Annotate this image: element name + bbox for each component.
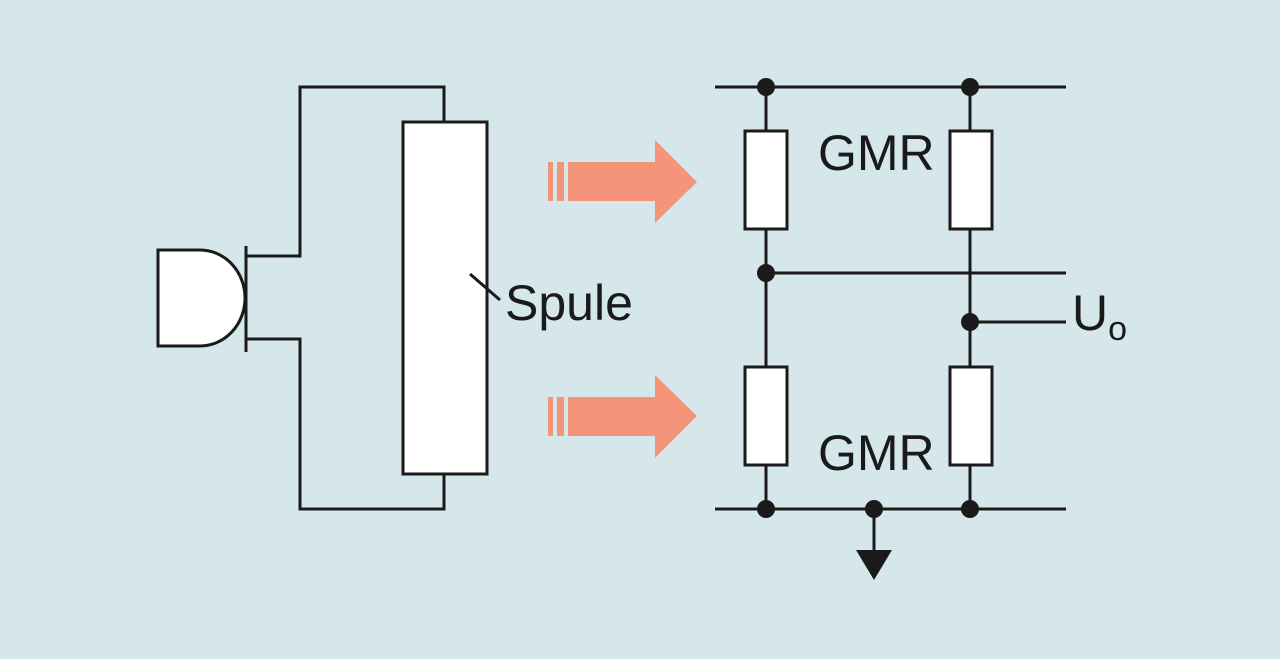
coil-rect bbox=[401, 120, 489, 476]
resistor-top-right bbox=[948, 129, 994, 231]
coil-label: Spule bbox=[505, 275, 633, 331]
gmr-label-top: GMR bbox=[818, 125, 935, 181]
field-arrow-icon bbox=[548, 140, 697, 458]
resistor-bottom-right bbox=[948, 365, 994, 467]
speaker-icon bbox=[156, 248, 247, 348]
junction-bottom-right bbox=[961, 500, 979, 518]
gmr-bridge: GMR GMR Uo bbox=[715, 78, 1127, 580]
output-voltage-label: Uo bbox=[1072, 285, 1127, 348]
wire-source-bottom bbox=[246, 337, 446, 511]
output-voltage-subscript: o bbox=[1108, 310, 1127, 348]
ground-arrow-icon bbox=[856, 550, 892, 580]
junction-top-right bbox=[961, 78, 979, 96]
output-voltage-main: U bbox=[1072, 285, 1108, 341]
gmr-label-bottom: GMR bbox=[818, 425, 935, 481]
field-arrow-top bbox=[548, 140, 697, 223]
junction-top-left bbox=[757, 78, 775, 96]
resistor-bottom-left bbox=[743, 365, 789, 467]
wire-source-top bbox=[246, 85, 446, 258]
coil-label-leader bbox=[469, 272, 501, 302]
field-arrow-bottom bbox=[548, 375, 697, 458]
junction-bottom-left bbox=[757, 500, 775, 518]
resistor-top-left bbox=[743, 129, 789, 231]
junction-mid-right bbox=[961, 313, 979, 331]
junction-mid-left bbox=[757, 264, 775, 282]
source-circuit: Spule bbox=[156, 85, 633, 511]
